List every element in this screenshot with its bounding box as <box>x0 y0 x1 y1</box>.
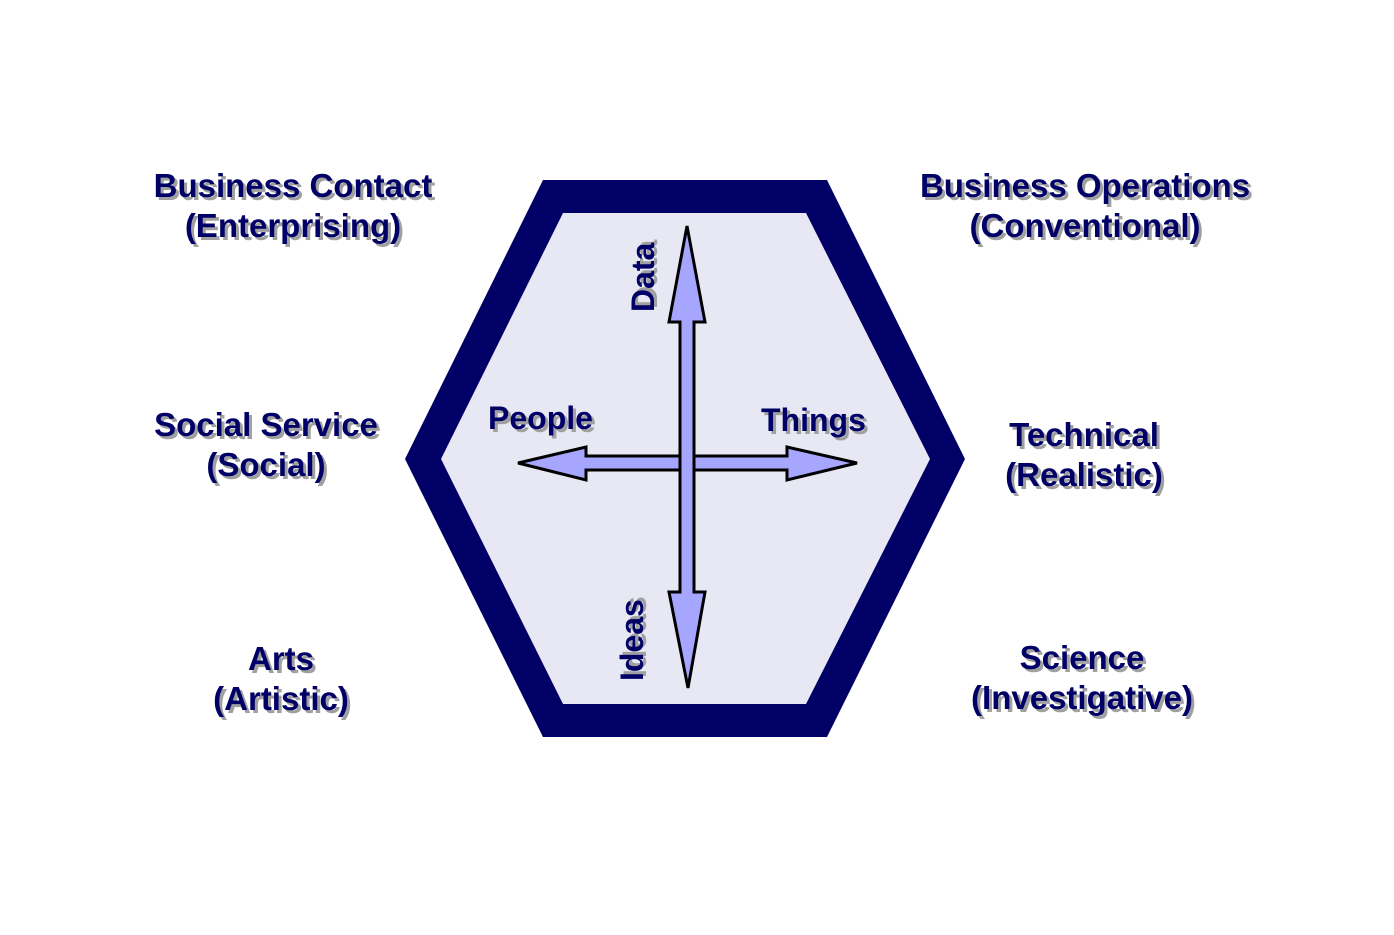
category-title: Arts <box>247 640 315 677</box>
category-title: Technical <box>1009 416 1159 453</box>
category-subtitle: (Artistic) <box>213 680 349 717</box>
category-title: Business Contact <box>153 167 433 204</box>
axis-label-things: Things <box>761 402 866 438</box>
category-subtitle: (Conventional) <box>969 207 1201 244</box>
category-subtitle: (Investigative) <box>971 679 1193 716</box>
category-title: Business Operations <box>919 167 1251 204</box>
vertical-arrow <box>667 225 707 689</box>
axis-label-ideas: Ideas <box>614 599 650 681</box>
category-arts: Arts (Artistic) <box>213 639 349 719</box>
axis-label-people: People <box>488 400 593 436</box>
category-science: Science (Investigative) <box>971 638 1193 718</box>
category-title: Science <box>1019 639 1145 676</box>
category-technical: Technical (Realistic) <box>1005 415 1163 495</box>
category-business-operations: Business Operations (Conventional) <box>920 166 1250 246</box>
category-subtitle: (Enterprising) <box>184 207 402 244</box>
category-subtitle: (Social) <box>206 446 326 483</box>
category-social-service: Social Service (Social) <box>154 405 378 485</box>
category-subtitle: (Realistic) <box>1005 456 1163 493</box>
category-title: Social Service <box>154 406 378 443</box>
category-business-contact: Business Contact (Enterprising) <box>154 166 433 246</box>
axis-label-data: Data <box>625 242 661 312</box>
